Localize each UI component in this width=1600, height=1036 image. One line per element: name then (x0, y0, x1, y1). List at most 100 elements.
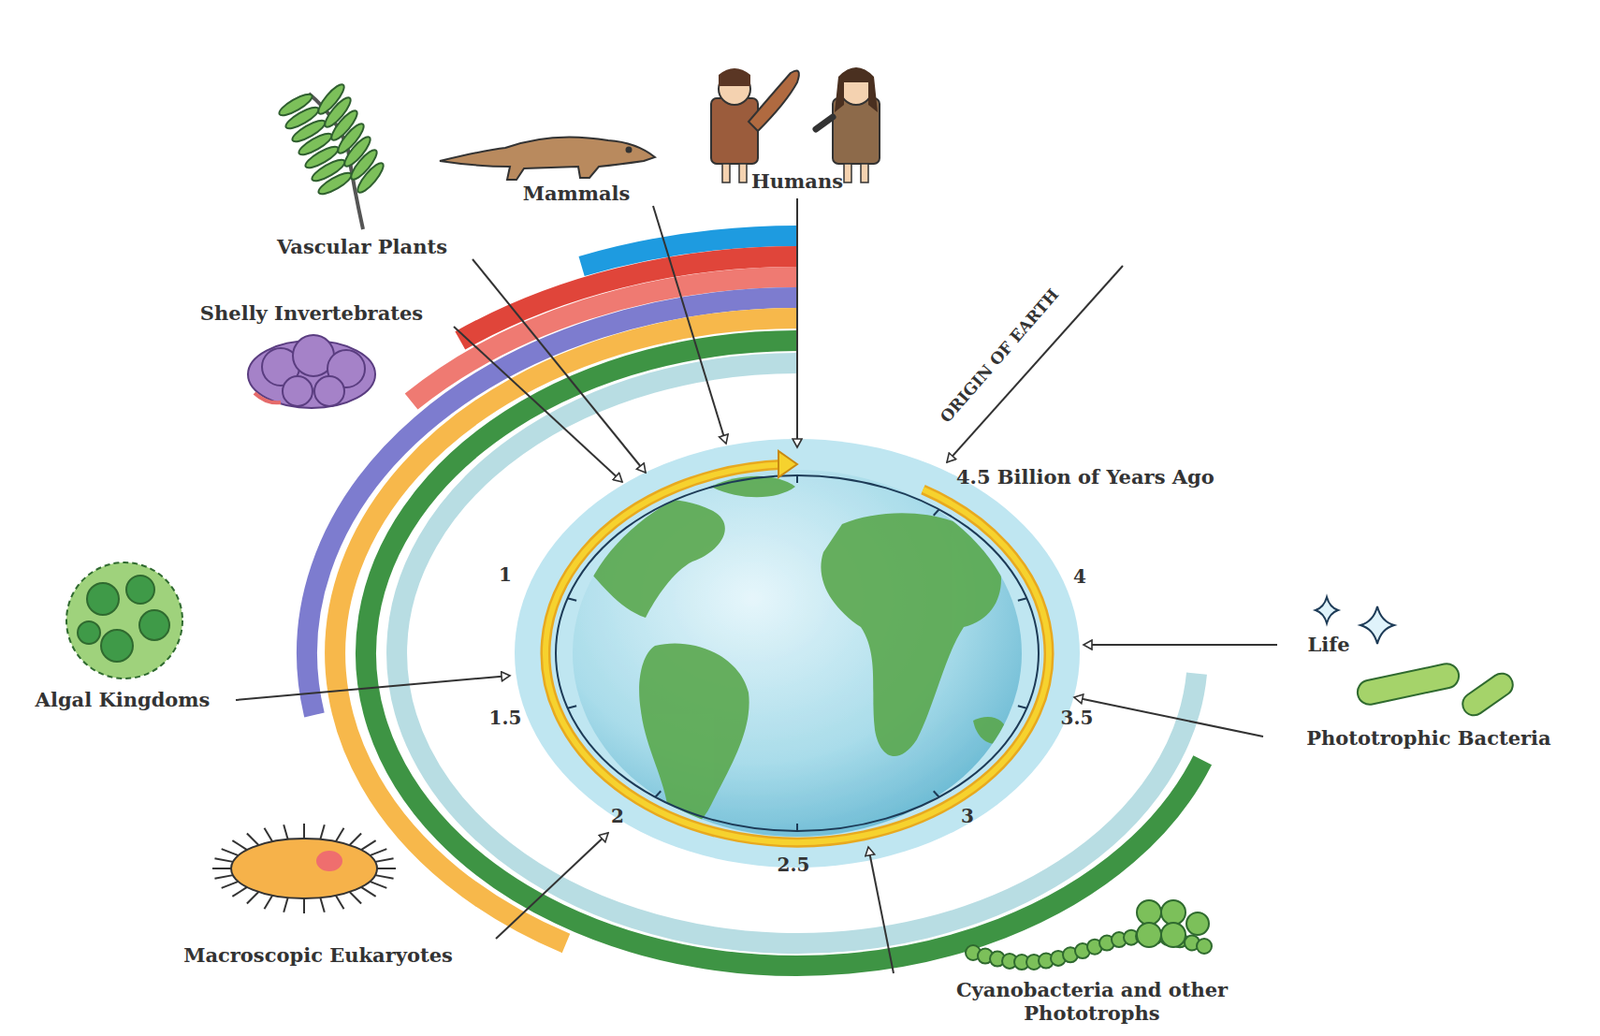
eukaryote-icon (231, 838, 378, 899)
globe (820, 512, 1002, 757)
vascular-plant-icon (276, 81, 388, 198)
cilium (303, 898, 306, 914)
vascular-plant-icon (276, 81, 388, 230)
leader-arrow (495, 832, 609, 939)
time-band (365, 340, 1203, 966)
leader-arrow (653, 205, 727, 444)
cilium (361, 840, 377, 850)
time-bands (306, 235, 1203, 966)
yellow-time-arrow (545, 464, 1049, 843)
axis-number: 2.5 (777, 853, 811, 876)
cilium (320, 897, 324, 913)
label: Life (1307, 632, 1350, 656)
cilium (283, 897, 288, 913)
cilium (263, 895, 273, 909)
cilium (303, 823, 306, 839)
sparkle-icons (1315, 596, 1339, 624)
humans-icon (860, 163, 869, 183)
bacteria-icon (1354, 661, 1461, 707)
bacteria-icon (1458, 669, 1518, 720)
leader-arrow (946, 265, 1123, 463)
tick-mark (1018, 597, 1028, 600)
mammal-icon (439, 136, 655, 180)
yellow-time-arrow (545, 464, 1049, 843)
humans-icon (815, 116, 833, 130)
globe (572, 498, 726, 618)
algae-icon (77, 621, 101, 644)
axis-number: 2 (610, 804, 625, 828)
cilium (214, 858, 233, 862)
leader-arrow (453, 326, 623, 482)
tick-mark (796, 823, 799, 831)
cilium (232, 887, 248, 897)
cyanobacteria-icon (1136, 922, 1162, 947)
cilium (247, 891, 259, 904)
label: Macroscopic Eukaryotes (183, 943, 453, 967)
label: Phototrophic Bacteria (1306, 726, 1551, 750)
axis-number: 1.5 (489, 706, 523, 729)
cilium (377, 867, 396, 870)
cyanobacteria-icon (1161, 900, 1186, 925)
yellow-time-arrow (545, 450, 1049, 843)
tick-mark (796, 475, 799, 483)
eukaryote-icon (212, 823, 396, 914)
cyanobacteria-icon (1161, 922, 1186, 947)
leader-arrow (796, 198, 799, 448)
bacteria-icon (1354, 661, 1517, 720)
humans-icon (711, 98, 758, 164)
leader-arrow (1074, 697, 1264, 737)
label: Cyanobacteria and other Phototrophs (923, 977, 1261, 1025)
frond-leaf (276, 90, 316, 119)
cilium (375, 858, 393, 862)
cyanobacteria-icon (1136, 900, 1162, 925)
globe (639, 642, 750, 831)
cilium (212, 867, 232, 870)
cyanobacteria-icon (965, 900, 1212, 970)
label: Vascular Plants (276, 234, 448, 259)
tick-mark (567, 597, 578, 600)
humans-icon (711, 67, 880, 183)
tick-mark (933, 790, 940, 797)
tick-mark (654, 790, 661, 797)
tick-mark (933, 509, 940, 515)
cilium (221, 848, 239, 856)
leader-arrow (235, 675, 510, 700)
cilium (375, 874, 393, 879)
algae-icon (66, 562, 183, 679)
cilium (349, 832, 362, 845)
axis-number: 3.5 (1061, 706, 1094, 729)
algae-icon (66, 562, 183, 679)
axis-number: 3 (960, 804, 975, 828)
humans-icon (748, 71, 800, 131)
cilium (247, 832, 259, 845)
axis-number: 4 (1073, 565, 1087, 588)
humans-icon (718, 68, 751, 87)
sparkle-icons (1360, 606, 1395, 644)
cilium (335, 895, 345, 909)
cilium (263, 828, 273, 842)
label: 4.5 Billion of Years Ago (956, 465, 1215, 489)
shell-icon (314, 376, 345, 407)
frond-leaf (315, 81, 349, 117)
globe (514, 438, 1080, 868)
eukaryote-icon (212, 823, 396, 914)
cilium (232, 840, 248, 850)
humans-icon (739, 163, 747, 183)
cilium (221, 881, 239, 888)
humans-icon (843, 163, 852, 183)
algae-icon (87, 582, 119, 615)
algae-icon (139, 610, 170, 640)
shell-icon (254, 392, 281, 403)
mammal-icon (626, 147, 632, 153)
cilium (361, 887, 377, 897)
yellow-time-arrow (778, 450, 798, 478)
leader-arrow (868, 846, 894, 974)
axis-number: 1 (498, 563, 512, 586)
tick-mark (1018, 705, 1028, 708)
cyanobacteria-icon (1186, 912, 1209, 935)
cilium (369, 881, 387, 888)
humans-icon (834, 67, 878, 113)
